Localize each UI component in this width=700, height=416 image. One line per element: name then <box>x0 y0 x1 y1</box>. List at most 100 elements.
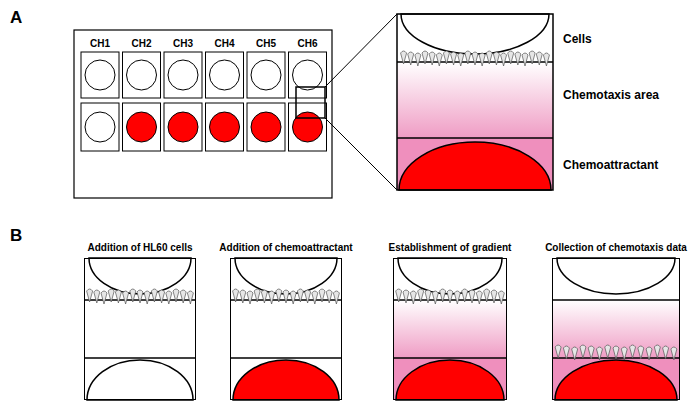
chip-outline <box>74 30 332 198</box>
chamber-box: Establishment of gradient <box>393 258 507 400</box>
cell <box>493 52 499 65</box>
chamber-box: Addition of HL60 cells <box>84 258 196 400</box>
cell <box>529 51 535 64</box>
cell <box>440 289 446 302</box>
cell <box>319 289 325 302</box>
well-circle <box>168 112 198 142</box>
top-well <box>89 258 191 294</box>
bottom-well <box>87 360 193 400</box>
well-circle <box>293 112 323 142</box>
channel: CH6 <box>289 38 327 152</box>
cell <box>396 289 402 302</box>
cell <box>123 291 129 304</box>
well-circle <box>168 60 198 90</box>
cell <box>555 345 561 358</box>
zoom-line <box>325 14 397 87</box>
cell <box>144 291 150 304</box>
cell <box>596 347 602 360</box>
well <box>206 103 244 151</box>
chamber-ground <box>552 258 680 400</box>
cell <box>543 53 549 66</box>
well <box>81 52 119 98</box>
zoom-marker <box>296 87 325 118</box>
cell <box>240 290 246 303</box>
channel-label: CH3 <box>173 38 193 50</box>
cell <box>479 53 485 66</box>
step-heading: Addition of HL60 cells <box>87 242 192 254</box>
cell <box>283 290 289 303</box>
region-label: Cells <box>563 32 592 46</box>
chamber-ground <box>393 258 507 400</box>
well <box>164 52 202 98</box>
cell <box>486 51 492 64</box>
cell <box>94 290 100 303</box>
wells <box>81 52 327 151</box>
chamber-box: Addition of chemoattractant <box>230 258 342 400</box>
cell <box>469 290 475 303</box>
well-circle <box>85 112 115 142</box>
cell <box>462 289 468 302</box>
cell <box>151 289 157 302</box>
cell <box>588 346 594 359</box>
cell <box>491 290 497 303</box>
top-well <box>398 258 502 294</box>
cell <box>137 290 143 303</box>
chamber-ground <box>84 258 196 400</box>
region-label: Chemotaxis area <box>563 88 659 102</box>
gradient <box>552 358 680 400</box>
cell <box>671 347 677 360</box>
cell <box>572 347 578 360</box>
zoom-box <box>397 14 553 190</box>
cell <box>515 52 521 65</box>
gradient <box>393 358 507 400</box>
cell <box>432 291 438 304</box>
cell <box>458 53 464 66</box>
gradient <box>552 300 680 358</box>
channel: CH4 <box>206 38 244 152</box>
step-heading: Addition of chemoattractant <box>219 242 352 254</box>
cell <box>605 345 611 358</box>
cell <box>276 289 282 302</box>
well <box>289 52 327 98</box>
channel: CH2 <box>123 38 161 152</box>
cell <box>269 291 275 304</box>
cell <box>663 346 669 359</box>
membrane <box>552 299 680 301</box>
chamber-ground <box>230 258 342 400</box>
cell <box>115 290 121 303</box>
zoom-line <box>325 118 397 190</box>
cell <box>180 290 186 303</box>
cell <box>159 290 165 303</box>
cell <box>305 290 311 303</box>
channel: CH3 <box>164 38 202 152</box>
cell <box>501 53 507 66</box>
channel-label: CH2 <box>131 38 151 50</box>
cell <box>187 291 193 304</box>
cell <box>436 53 442 66</box>
bottom-well <box>555 360 677 400</box>
step-heading: Establishment of gradient <box>389 242 512 254</box>
cell <box>166 291 172 304</box>
cell <box>408 52 414 65</box>
cell <box>422 51 428 64</box>
step-heading: Collection of chemotaxis data <box>545 242 687 254</box>
bottom-well <box>396 360 504 400</box>
channel-label: CH1 <box>90 38 110 50</box>
cell <box>465 51 471 64</box>
channel-label: CH6 <box>297 38 317 50</box>
well <box>206 52 244 98</box>
membrane <box>84 357 196 359</box>
cell <box>454 291 460 304</box>
channel: CH1 <box>81 38 119 152</box>
top-well <box>235 258 337 294</box>
cell <box>472 52 478 65</box>
cell <box>333 291 339 304</box>
panel-b-chambers <box>84 258 680 400</box>
cell <box>247 291 253 304</box>
cell <box>87 289 93 302</box>
well-circle <box>210 60 240 90</box>
cell <box>646 347 652 360</box>
well <box>81 103 119 151</box>
membrane <box>230 357 342 359</box>
